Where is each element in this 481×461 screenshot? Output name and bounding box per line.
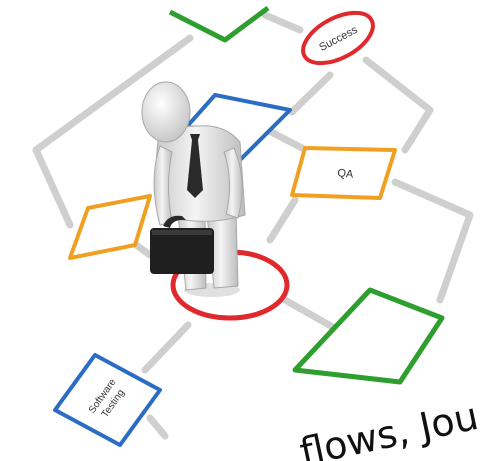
qa-node: QA bbox=[292, 148, 395, 198]
figure-head bbox=[142, 82, 190, 142]
process-box-top-green bbox=[170, 8, 268, 40]
process-box-green-right bbox=[295, 290, 442, 382]
caption-text: flows, Jou bbox=[296, 394, 481, 461]
qa-label: QA bbox=[337, 167, 355, 181]
